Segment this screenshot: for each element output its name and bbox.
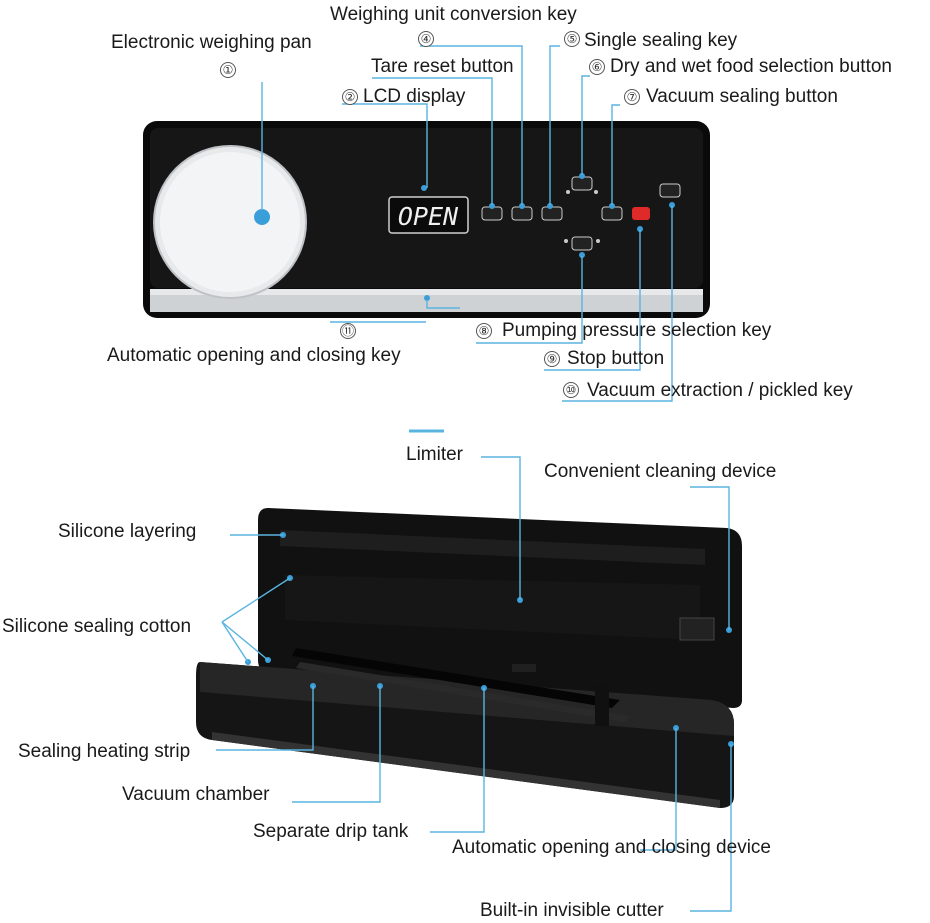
open-device: [196, 508, 742, 808]
label-separate-drip-tank: Separate drip tank: [253, 821, 409, 842]
number-badge-4: ④: [418, 31, 434, 47]
label-dry-wet-food-selection: Dry and wet food selection button: [610, 56, 893, 77]
label-weighing-unit-conversion: Weighing unit conversion key: [330, 4, 577, 25]
top-leader-lines: [261, 45, 673, 433]
label-built-in-invisible-cutter: Built-in invisible cutter: [480, 900, 664, 921]
number-badge-10: ⑩: [563, 382, 579, 398]
number-badge-1: ①: [220, 62, 236, 78]
label-automatic-opening-closing-key: Automatic opening and closing key: [107, 345, 401, 366]
label-silicone-sealing-cotton: Silicone sealing cotton: [2, 616, 192, 637]
weighing-pan-marker: [254, 209, 270, 225]
label-limiter: Limiter: [406, 444, 464, 465]
lcd-display: [388, 196, 469, 234]
label-sealing-heating-strip: Sealing heating strip: [18, 741, 191, 762]
label-automatic-opening-closing-device: Automatic opening and closing device: [452, 837, 771, 858]
label-lcd-display: LCD display: [363, 86, 466, 107]
number-badge-8: ⑧: [476, 323, 492, 339]
number-badge-2: ②: [342, 89, 358, 105]
number-badge-11: ⑪: [340, 323, 356, 339]
label-vacuum-sealing-button: Vacuum sealing button: [646, 86, 838, 107]
label-silicone-layering: Silicone layering: [58, 521, 197, 542]
vacuum-extraction-button: [659, 183, 681, 198]
label-tare-reset-button: Tare reset button: [371, 56, 514, 77]
label-pumping-pressure-selection: Pumping pressure selection key: [502, 320, 772, 341]
number-badge-5: ⑤: [564, 31, 580, 47]
pumping-pressure-button: [571, 236, 593, 251]
control-panel-device: OPEN: [143, 121, 710, 318]
number-badge-6: ⑥: [589, 59, 605, 75]
bottom-leader-lines: [216, 456, 732, 912]
label-convenient-cleaning-device: Convenient cleaning device: [544, 461, 777, 482]
label-stop-button: Stop button: [567, 348, 665, 369]
stop-button: [632, 207, 650, 220]
number-badge-9: ⑨: [544, 351, 560, 367]
lcd-display-text: OPEN: [398, 202, 459, 231]
number-badge-7: ⑦: [624, 89, 640, 105]
single-sealing-button: [541, 206, 563, 221]
label-single-sealing-key: Single sealing key: [584, 30, 738, 51]
label-vacuum-extraction-pickled: Vacuum extraction / pickled key: [587, 380, 853, 401]
label-electronic-weighing-pan: Electronic weighing pan: [111, 32, 312, 53]
label-vacuum-chamber: Vacuum chamber: [122, 784, 270, 805]
